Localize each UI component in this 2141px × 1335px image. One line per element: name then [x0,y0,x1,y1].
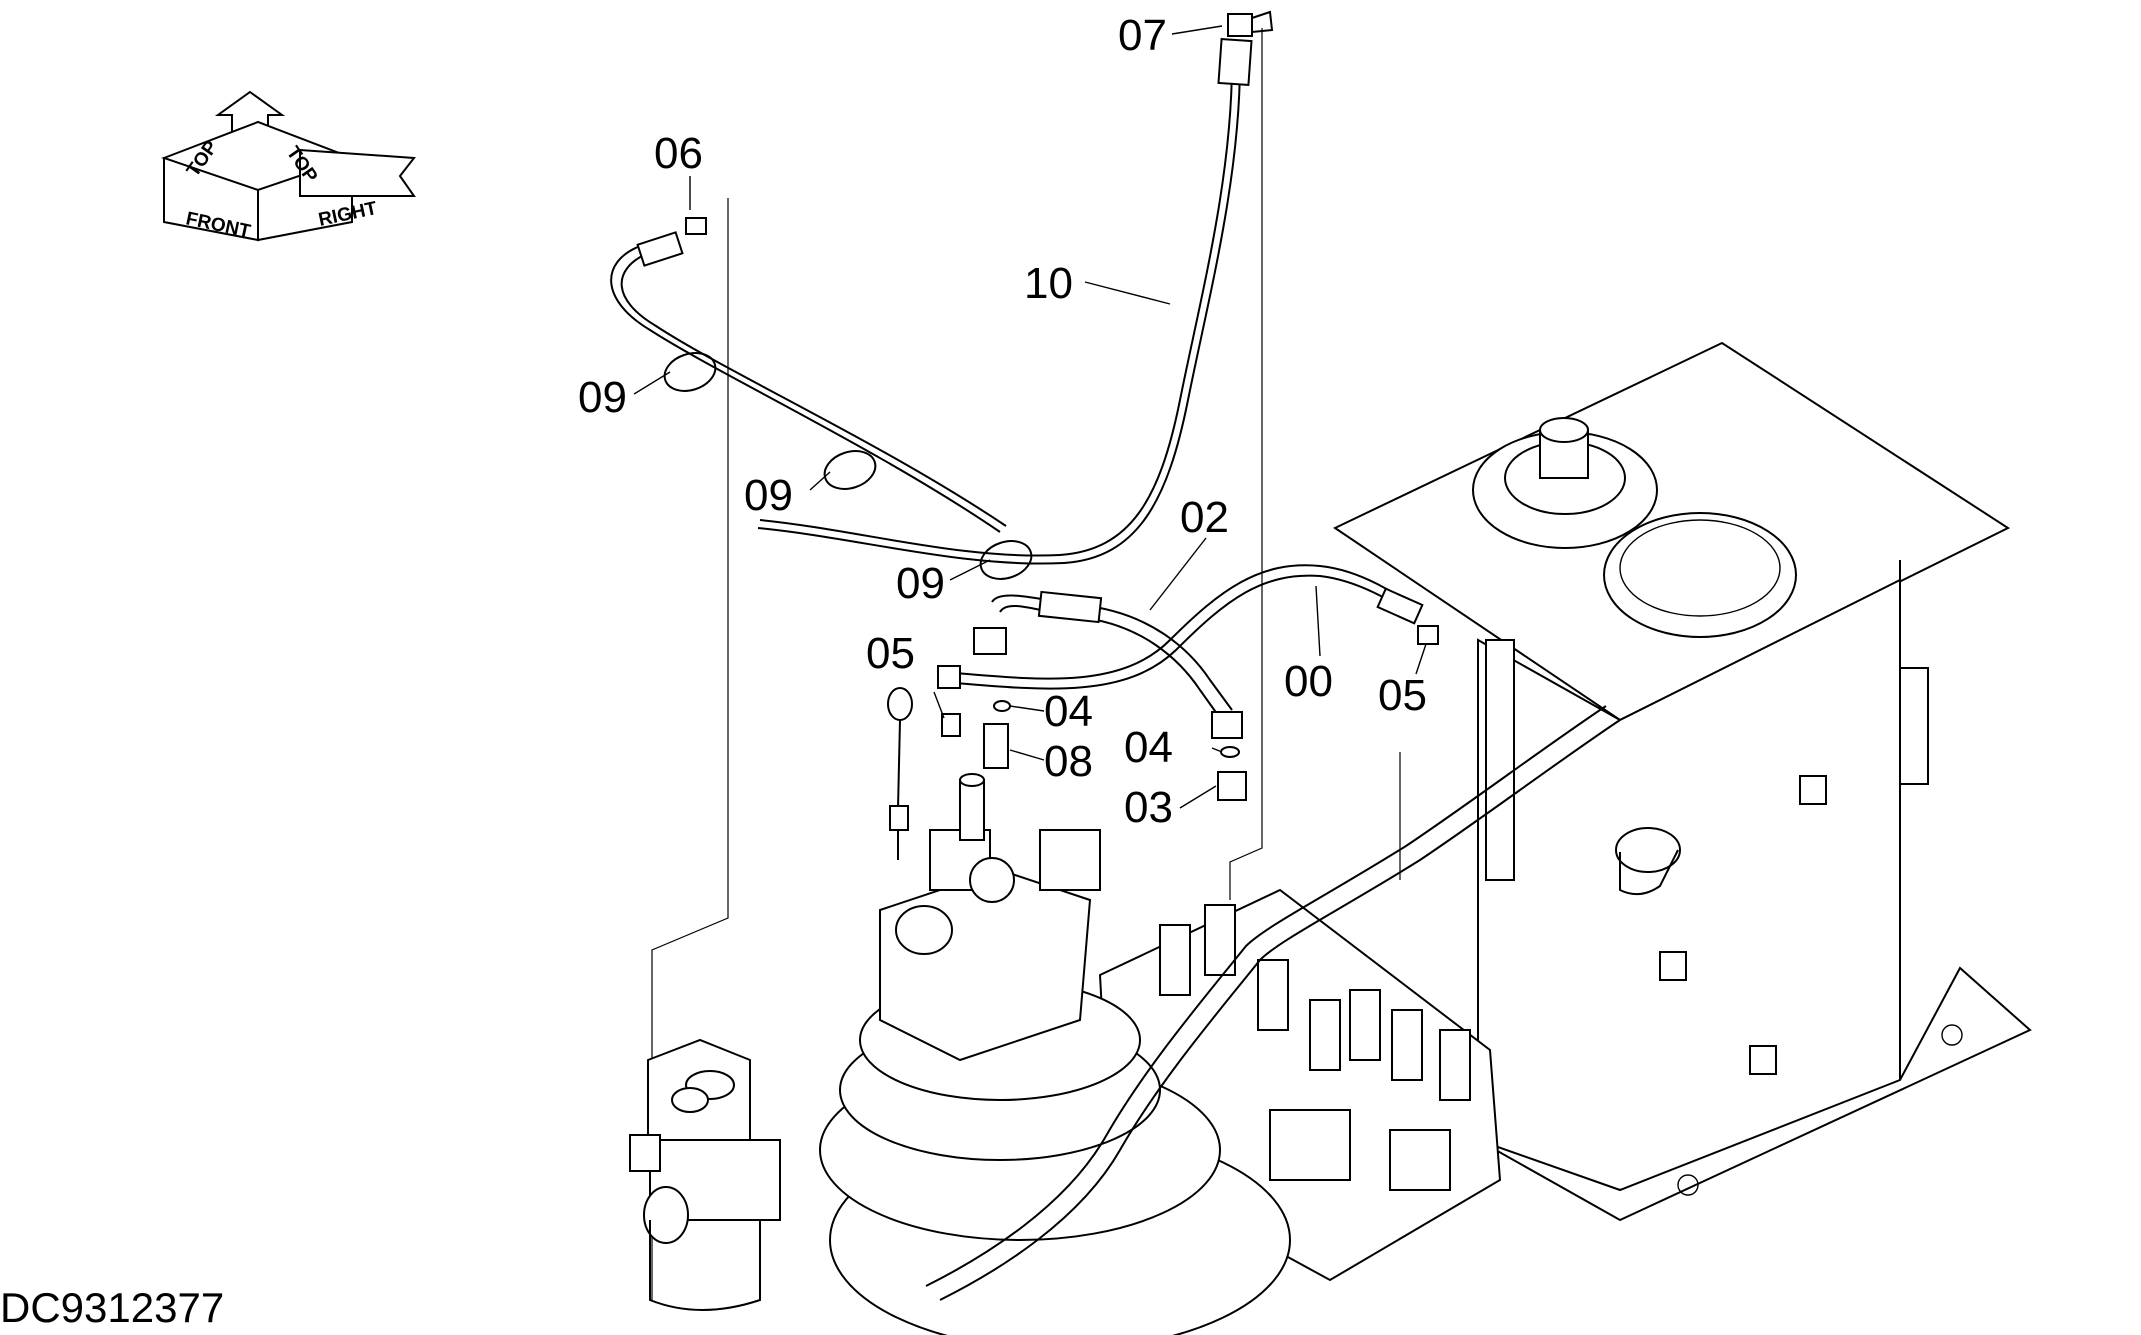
callout-08: 08 [1044,737,1093,786]
drawing-code: DC9312377 [0,1284,224,1331]
callout-04-upper: 04 [1044,687,1093,736]
center-joint [629,1038,781,1311]
callout-07: 07 [1118,11,1167,60]
hydraulic-oil-tank [1332,341,2032,1222]
callout-09-middle: 09 [744,471,793,520]
orientation-symbol: FRONT TOP TOP RIGHT [161,90,416,243]
tank-pipe [925,705,1621,1301]
leader-lines [633,25,1427,809]
callout-05-right: 05 [1378,671,1427,720]
callout-04-lower: 04 [1124,723,1173,772]
callout-09-upper: 09 [578,373,627,422]
callout-00: 00 [1284,657,1333,706]
hose-02 [973,590,1243,739]
callout-02: 02 [1180,493,1229,542]
hose-clamps [663,352,1033,580]
hose-06 [610,217,1007,533]
callout-10: 10 [1024,259,1073,308]
callout-labels: 07 06 10 09 09 09 02 00 05 05 04 04 08 0… [578,11,1427,832]
callout-05-left: 05 [866,629,915,678]
swing-motor [819,773,1291,1335]
callout-06: 06 [654,129,703,178]
fittings [887,625,1439,860]
callout-03: 03 [1124,783,1173,832]
callout-09-lower: 09 [896,559,945,608]
hose-10 [757,10,1274,565]
hose-00 [937,564,1424,690]
